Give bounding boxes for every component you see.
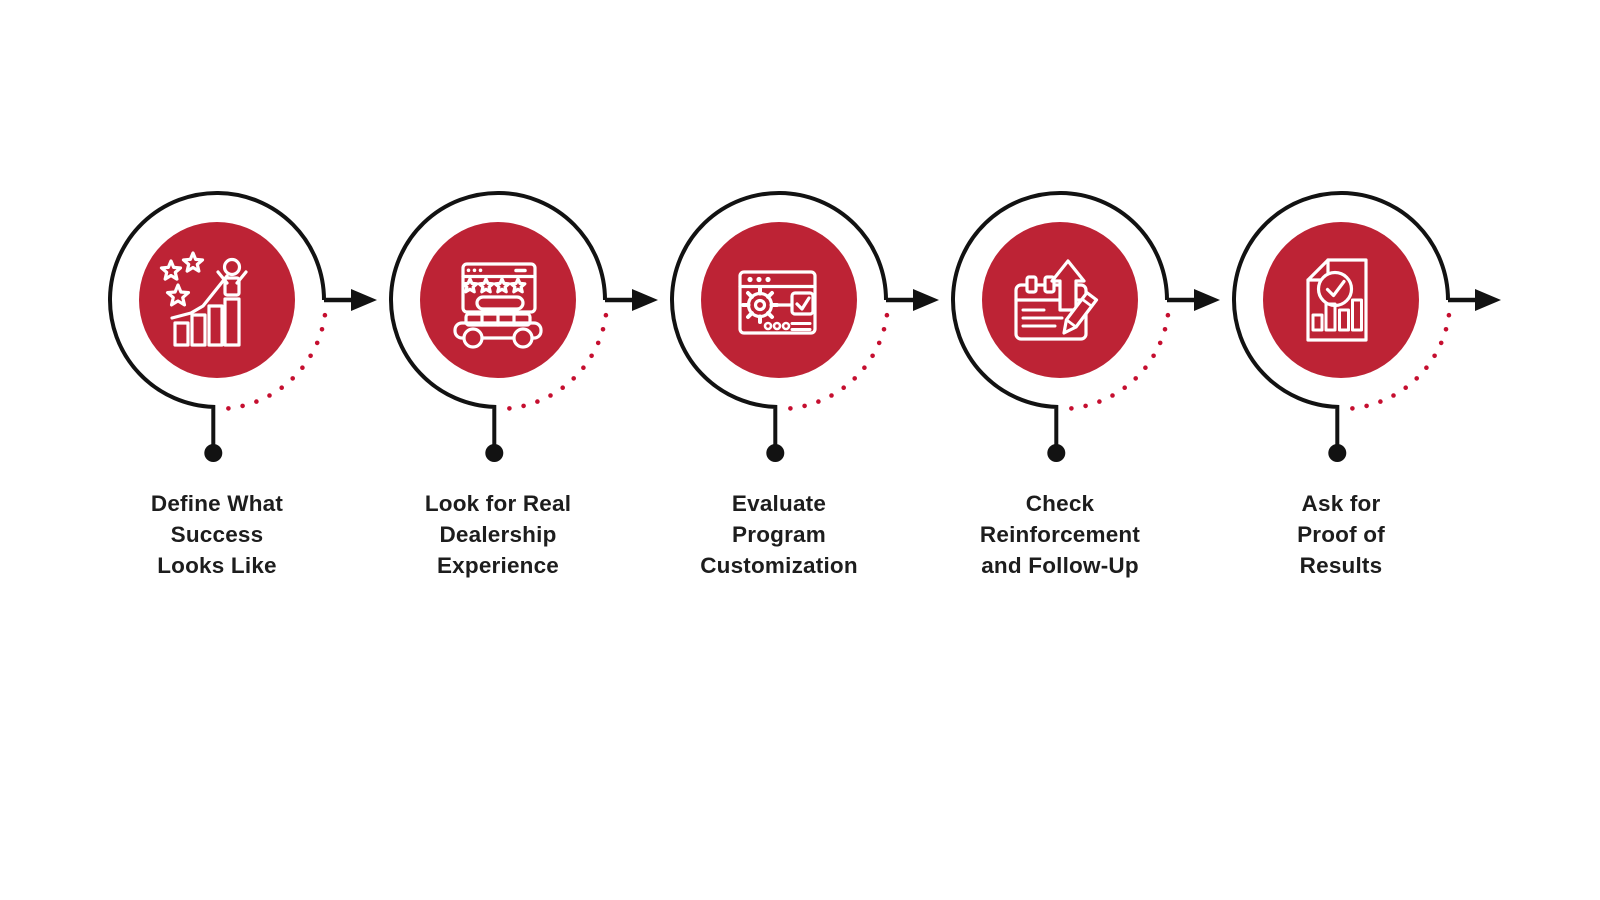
- step-ring: [951, 190, 1169, 445]
- report-checkmark-bar-chart-icon: [1306, 258, 1368, 342]
- browser-gear-checkbox-icon: [738, 270, 817, 335]
- flow-arrow: [1448, 289, 1501, 311]
- step-circle: [420, 222, 576, 378]
- flow-arrow: [324, 289, 377, 311]
- step-2: Look for Real Dealership Experience: [348, 150, 658, 590]
- step-node-dot: [766, 444, 785, 462]
- step-label: Look for Real Dealership Experience: [424, 491, 572, 578]
- step-5: Ask for Proof of Results: [1191, 150, 1501, 590]
- step-ring: [670, 190, 888, 445]
- step-ring: [108, 190, 326, 445]
- notebook-growth-arrow-pencil-icon: [1014, 259, 1099, 341]
- step-node-dot: [204, 444, 223, 462]
- step-1: Define What Success Looks Like: [67, 150, 377, 590]
- step-3: Evaluate Program Customization: [629, 150, 939, 590]
- dotted-arc: [1350, 312, 1452, 411]
- step-node-dot: [1047, 444, 1066, 462]
- step-node-dot: [1328, 444, 1347, 462]
- step-label: Define What Success Looks Like: [150, 491, 284, 578]
- dotted-arc: [507, 312, 609, 411]
- step-label: Ask for Proof of Results: [1297, 491, 1385, 578]
- flow-arrow: [1167, 289, 1220, 311]
- dotted-arc: [226, 312, 328, 411]
- dotted-arc: [788, 312, 890, 411]
- success-stars-growth-icon: [159, 251, 248, 347]
- step-4: Check Reinforcement and Follow-Up: [910, 150, 1220, 590]
- dealership-storefront-car-icon: [453, 262, 543, 349]
- step-circle: [701, 222, 857, 378]
- dotted-arc: [1069, 312, 1171, 411]
- flow-arrow: [605, 289, 658, 311]
- step-label: Evaluate Program Customization: [700, 491, 858, 578]
- step-ring: [389, 190, 607, 445]
- flow-arrow: [886, 289, 939, 311]
- step-ring: [1232, 190, 1450, 445]
- step-circle: [139, 222, 295, 378]
- step-label: Check Reinforcement and Follow-Up: [979, 491, 1141, 578]
- step-node-dot: [485, 444, 504, 462]
